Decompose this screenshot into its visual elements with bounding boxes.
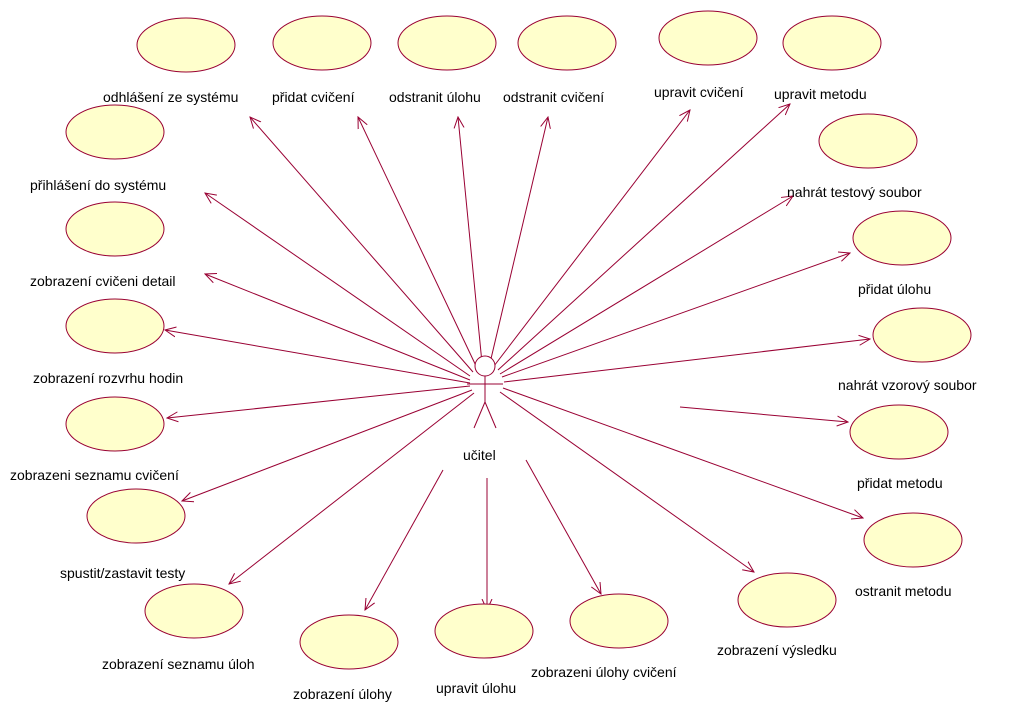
use-case-upravit-ulohu: upravit úlohu (434, 603, 534, 696)
use-case-label: spustit/zastavit testy (60, 565, 185, 581)
use-case-label: upravit metodu (774, 86, 867, 102)
use-case-label: zobrazení výsledku (717, 642, 837, 658)
use-case-zobrazeni-ulohy-cviceni: zobrazeni úlohy cvičení (531, 593, 677, 680)
use-case-label: nahrát vzorový soubor (838, 377, 977, 393)
actor-teacher: učitel (463, 355, 503, 463)
use-case-label: zobrazení úlohy (293, 686, 392, 702)
actor-right-leg (484, 401, 497, 429)
use-case-label: přidat úlohu (858, 281, 931, 297)
use-case-spustit-testy: spustit/zastavit testy (60, 488, 186, 581)
actor-left-leg (473, 401, 486, 429)
use-case-nahrat-testovy: nahrát testový soubor (787, 113, 922, 200)
associations (165, 104, 870, 610)
association-arrow (502, 387, 863, 518)
association-arrow (229, 392, 475, 584)
use-case-upravit-metodu: upravit metodu (774, 15, 882, 102)
use-case-ellipse (658, 10, 758, 66)
use-case-ellipse (872, 307, 972, 363)
use-case-zobrazeni-vysledku: zobrazení výsledku (717, 572, 837, 658)
use-case-nahrat-vzorovy: nahrát vzorový soubor (838, 307, 977, 393)
use-case-ellipse (86, 488, 186, 544)
association-arrow (167, 385, 471, 418)
use-case-label: zobrazeni seznamu cvičení (10, 467, 179, 483)
association-arrow (501, 253, 850, 378)
use-case-ellipse (849, 404, 949, 460)
use-case-odhlaseni: odhlášení ze systému (103, 17, 238, 105)
use-case-zobrazeni-ulohy: zobrazení úlohy (293, 614, 399, 702)
use-case-label: upravit cvičení (654, 84, 744, 100)
association-arrow (182, 389, 473, 501)
use-case-zobrazeni-rozvrhu: zobrazení rozvrhu hodin (33, 298, 183, 386)
use-case-label: nahrát testový soubor (787, 184, 922, 200)
use-case-label: upravit úlohu (436, 680, 516, 696)
association-arrow (165, 330, 471, 384)
association-arrow (499, 196, 793, 375)
use-case-ostranit-metodu: ostranit metodu (855, 512, 963, 599)
use-case-label: odhlášení ze systému (103, 89, 238, 105)
association-arrow (250, 117, 474, 373)
use-case-ellipse (272, 15, 372, 71)
actor-label: učitel (463, 447, 496, 463)
use-case-ellipse (517, 15, 617, 71)
use-case-label: přihlášení do systému (30, 177, 166, 193)
use-case-label: přidat metodu (857, 475, 943, 491)
use-cases: odhlášení ze systému přidat cvičení odstra… (10, 10, 977, 702)
use-case-ellipse (65, 396, 165, 452)
use-case-label: zobrazeni úlohy cvičení (531, 664, 677, 680)
association-arrow (525, 459, 601, 594)
use-case-ellipse (818, 113, 918, 169)
use-case-ellipse (144, 583, 244, 639)
actor-head (474, 355, 496, 377)
use-case-ellipse (65, 298, 165, 354)
association-arrow (205, 274, 471, 381)
use-case-ellipse (65, 104, 165, 160)
use-case-pridat-metodu: přidat metodu (849, 404, 949, 491)
use-case-ellipse (299, 614, 399, 670)
use-case-ellipse (569, 593, 669, 649)
use-case-zobrazeni-cviceni-detail: zobrazení cvičeni detail (30, 201, 176, 289)
use-case-label: zobrazení seznamu úloh (102, 656, 255, 672)
use-case-ellipse (136, 17, 236, 73)
use-case-upravit-cviceni: upravit cvičení (654, 10, 758, 100)
use-case-ellipse (852, 210, 952, 266)
use-case-odstranit-ulohu: odstranit úlohu (389, 15, 497, 105)
association-arrow (503, 339, 870, 383)
association-arrow (489, 117, 548, 364)
use-case-label: zobrazení cvičeni detail (30, 273, 176, 289)
use-case-ellipse (65, 201, 165, 257)
association-arrow (458, 117, 483, 364)
use-case-label: zobrazení rozvrhu hodin (33, 370, 183, 386)
association-arrow (365, 469, 444, 610)
use-case-ellipse (782, 15, 882, 71)
association-arrow (497, 104, 790, 371)
use-case-label: odstranit cvičení (503, 89, 604, 105)
use-case-zobrazeni-seznamu-uloh: zobrazení seznamu úloh (102, 583, 255, 672)
association-arrow (205, 193, 471, 377)
association-arrow (679, 406, 848, 422)
association-arrow (493, 110, 690, 367)
use-case-ellipse (434, 603, 534, 659)
use-case-pridat-cviceni: přidat cvičení (272, 15, 372, 105)
use-case-odstranit-cviceni: odstranit cvičení (503, 15, 617, 105)
use-case-label: ostranit metodu (855, 583, 952, 599)
use-case-label: odstranit úlohu (389, 89, 481, 105)
association-arrow (358, 117, 478, 369)
use-case-ellipse (863, 512, 963, 568)
use-case-ellipse (397, 15, 497, 71)
association-arrow (499, 391, 754, 572)
use-case-label: přidat cvičení (272, 89, 355, 105)
use-case-ellipse (737, 572, 837, 628)
use-case-zobrazeni-seznamu-cviceni: zobrazeni seznamu cvičení (10, 396, 179, 483)
use-case-prihlaseni: přihlášení do systému (30, 104, 166, 193)
use-case-pridat-ulohu: přidat úlohu (852, 210, 952, 297)
